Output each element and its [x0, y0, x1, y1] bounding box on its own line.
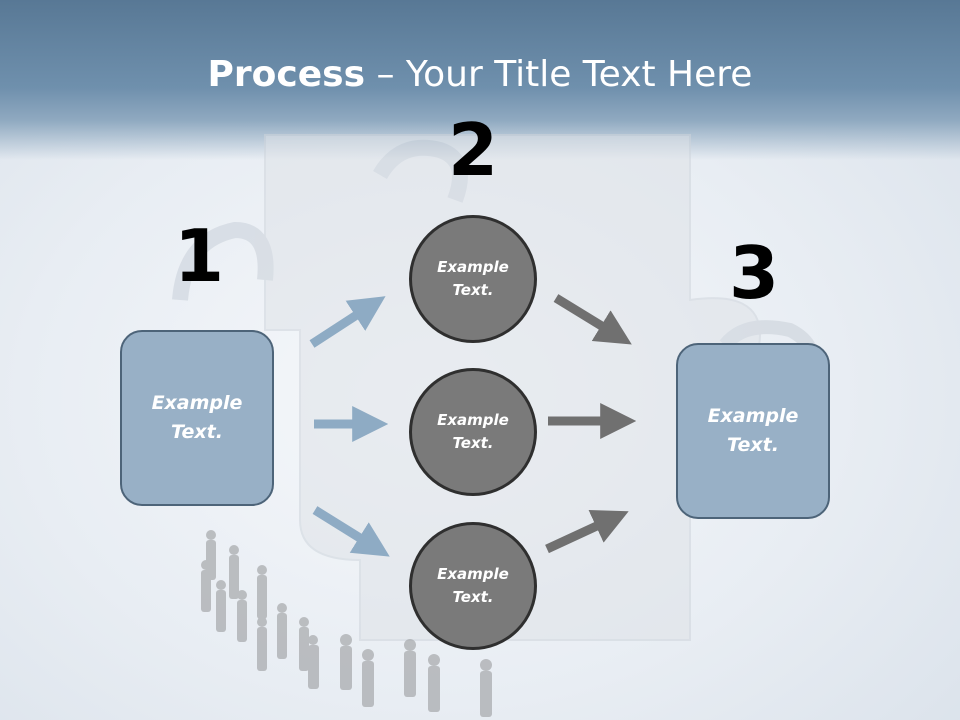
- step-number-2: 2: [447, 108, 499, 192]
- arrow-top-to-3: [553, 294, 632, 345]
- step-2-circle-top: Example Text.: [409, 215, 537, 343]
- title-bold: Process: [207, 54, 366, 95]
- arrow-bottom-to-3: [545, 509, 629, 554]
- step-2-text-top: Example Text.: [437, 258, 509, 299]
- step-3-box: Example Text.: [676, 343, 830, 519]
- step-number-3: 3: [728, 231, 780, 315]
- step-2-circle-bottom: Example Text.: [409, 522, 537, 650]
- step-2-text-bottom: Example Text.: [437, 565, 509, 606]
- puzzle-knob-left: [172, 221, 274, 301]
- step-1-text: Example Text.: [151, 392, 243, 443]
- step-2-text-middle: Example Text.: [437, 411, 509, 452]
- step-number-1: 1: [173, 214, 225, 298]
- step-1-box: Example Text.: [120, 330, 274, 506]
- title-rest: – Your Title Text Here: [365, 54, 753, 95]
- step-3-text: Example Text.: [707, 405, 799, 456]
- people-silhouettes: [201, 530, 492, 717]
- step-2-circle-middle: Example Text.: [409, 368, 537, 496]
- arrow-1-to-top: [309, 296, 386, 348]
- header-band: [0, 0, 960, 160]
- page-title: Process – Your Title Text Here: [0, 52, 960, 98]
- arrow-1-to-bottom: [312, 506, 390, 557]
- puzzle-knob-top: [373, 139, 468, 203]
